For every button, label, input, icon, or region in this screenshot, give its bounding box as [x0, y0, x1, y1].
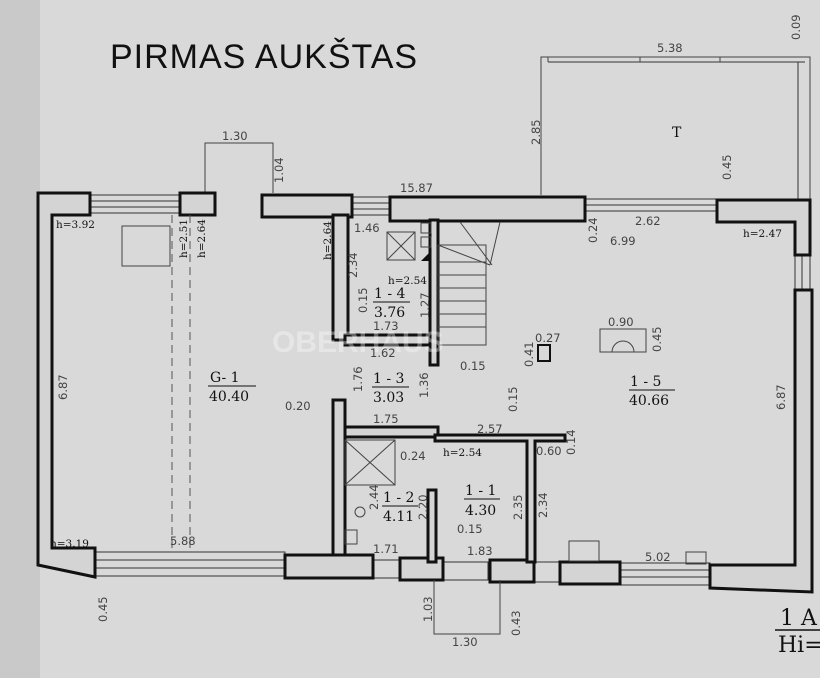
dimension-label: 2.57 — [477, 422, 503, 436]
ceiling-heights: h=3.92 h=2.51 h=2.64 h=2.64 h=2.54 h=2.5… — [50, 219, 782, 550]
dimension-label: 1.36 — [417, 372, 431, 398]
watermark: OBERHAUS — [272, 326, 444, 359]
terrace-offset: 0.09 — [789, 14, 803, 40]
page-shadow — [0, 0, 40, 678]
room-11-id: 1 - 1 — [465, 483, 496, 499]
plan-title: PIRMAS AUKŠTAS — [110, 38, 419, 76]
room-12-area: 4.11 — [383, 509, 414, 525]
boiler-icon — [421, 251, 431, 261]
sink-icon — [344, 529, 358, 545]
height-label: h=3.92 — [56, 219, 95, 231]
dimension-label: 1.76 — [351, 366, 365, 392]
room-13-id: 1 - 3 — [373, 371, 404, 387]
dimension-label: 2.44 — [367, 484, 381, 510]
dimension-label: 2.34 — [536, 492, 550, 518]
dimension-label: 5.02 — [645, 550, 671, 564]
dimension-labels: 15.87 6.87 5.88 0.20 0.45 1.46 2.34 0.15… — [56, 181, 788, 649]
room-g1-area: 40.40 — [209, 389, 249, 405]
dimension-label: 1.27 — [418, 292, 432, 318]
staircase — [437, 221, 501, 346]
porch-top-depth: 1.04 — [272, 157, 286, 183]
stamp-line-2: Hi= — [778, 633, 820, 658]
dimension-label: 0.41 — [522, 341, 536, 367]
terrace-width: 5.38 — [657, 41, 683, 55]
height-label: h=2.51 — [178, 219, 190, 258]
dimension-label: 0.27 — [535, 331, 561, 345]
vent-icon — [420, 236, 432, 248]
dimension-label: 0.15 — [460, 359, 486, 373]
vent-icon — [420, 222, 432, 234]
height-label: h=2.54 — [388, 275, 427, 287]
dimension-label: 1.83 — [467, 544, 493, 558]
porch-top-width: 1.30 — [222, 129, 248, 143]
room-13-area: 3.03 — [373, 390, 404, 406]
dimension-label: 2.62 — [635, 214, 661, 228]
room-12-id: 1 - 2 — [383, 490, 414, 506]
dimension-label: 0.45 — [96, 596, 110, 622]
height-label: h=2.64 — [322, 221, 334, 260]
dimension-label: 1.03 — [421, 596, 435, 622]
dimension-label: 1.71 — [373, 542, 399, 556]
dimension-label: 0.14 — [564, 429, 578, 455]
dimension-label: 0.15 — [457, 522, 483, 536]
dimension-label: 1.30 — [452, 635, 478, 649]
dimension-label: 6.99 — [610, 234, 636, 248]
room-14-area: 3.76 — [374, 305, 405, 321]
toilet-icon — [354, 506, 366, 518]
dimension-label: 15.87 — [400, 181, 433, 195]
room-g1-id: G- 1 — [210, 370, 240, 386]
room-15-id: 1 - 5 — [630, 374, 661, 390]
terrace: T 5.38 2.85 0.09 0.45 — [529, 14, 811, 200]
walls — [36, 191, 814, 594]
room-14-id: 1 - 4 — [374, 286, 406, 302]
dimension-label: 0.15 — [506, 386, 520, 412]
dimension-label: 0.24 — [586, 217, 600, 243]
dimension-label: 0.90 — [608, 315, 634, 329]
height-label: h=2.54 — [443, 447, 482, 459]
height-label: h=3.19 — [50, 538, 89, 550]
dimension-label: 1.75 — [373, 412, 399, 426]
terrace-depth: 2.85 — [529, 119, 543, 145]
shower-icon — [386, 231, 416, 261]
dimension-label: 0.20 — [285, 399, 311, 413]
room-labels: G- 1 40.40 1 - 4 3.76 1 - 3 3.03 1 - 2 4… — [208, 286, 675, 525]
dimension-label: 2.20 — [416, 494, 430, 520]
porch-top: 1.30 1.04 — [204, 129, 286, 193]
electric-panel-icon — [568, 540, 600, 562]
dimension-label: 2.35 — [511, 494, 525, 520]
chimney-box — [121, 225, 171, 267]
dimension-label: 6.87 — [56, 374, 70, 400]
terrace-label: T — [672, 125, 682, 141]
terrace-step: 0.45 — [720, 154, 734, 180]
fireplace — [599, 328, 647, 353]
column — [537, 344, 551, 362]
dimension-label: 1.46 — [354, 221, 380, 235]
dimension-label: 5.88 — [170, 534, 196, 548]
dimension-label: 2.34 — [346, 252, 360, 278]
dimension-label: 6.87 — [774, 384, 788, 410]
dimension-label: 1.62 — [370, 346, 396, 360]
height-label: h=2.64 — [196, 219, 208, 258]
dimension-label: 0.15 — [356, 287, 370, 313]
dimension-label: 0.60 — [536, 444, 562, 458]
height-label: h=2.47 — [743, 228, 782, 240]
stamp-line-1: 1 A — [780, 606, 818, 631]
room-11-area: 4.30 — [465, 503, 496, 519]
porch-bottom — [433, 580, 501, 635]
room-15-area: 40.66 — [629, 393, 669, 409]
shower-tray-icon — [344, 439, 396, 486]
dimension-label: 1.73 — [373, 319, 399, 333]
dimension-label: 0.24 — [400, 449, 426, 463]
socket-icon — [685, 551, 707, 565]
dimension-label: 0.45 — [650, 326, 664, 352]
dimension-label: 0.43 — [509, 610, 523, 636]
